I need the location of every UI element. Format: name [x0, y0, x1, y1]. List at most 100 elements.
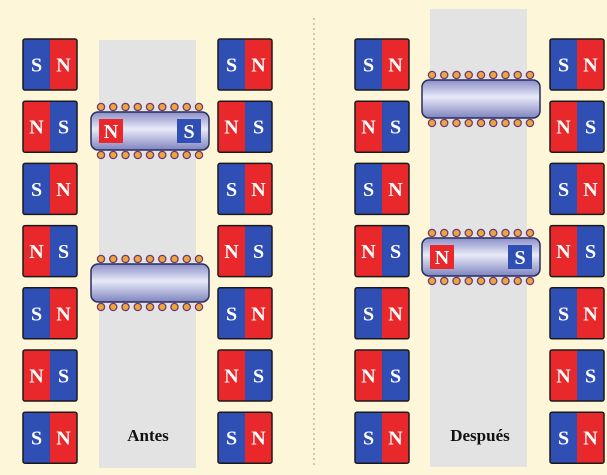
magnet-outline [354, 411, 410, 464]
pole-label-n: N [224, 117, 239, 139]
bead [194, 102, 204, 112]
pole-label-n: N [556, 241, 571, 263]
bead [170, 254, 179, 264]
bead [525, 276, 535, 286]
magnet-outline [549, 224, 605, 278]
bead [427, 118, 437, 128]
magnet-outline [549, 411, 605, 464]
bead [452, 70, 461, 80]
bead [476, 276, 486, 286]
pole-label-n: N [583, 55, 598, 77]
magnet-half-n [23, 350, 50, 401]
bead [488, 70, 498, 80]
bead [427, 228, 437, 238]
magnet-outline [354, 349, 410, 402]
slab-pole-s [177, 119, 201, 143]
magnet-half-n [550, 225, 577, 277]
magnet-outline [354, 287, 410, 340]
magnet-half-n [50, 163, 77, 215]
pole-label-s: S [363, 428, 374, 450]
magnet-half-s [23, 39, 50, 90]
bead [488, 228, 498, 238]
bead [452, 228, 461, 238]
bead [170, 150, 179, 160]
pole-label-s: S [31, 55, 42, 77]
bead [501, 118, 510, 128]
pole-label-n: N [361, 241, 376, 263]
pole-label-s: S [363, 179, 374, 201]
bead [182, 102, 191, 112]
magnet-outline [549, 287, 605, 340]
bead [513, 276, 523, 286]
magnet-half-s [50, 101, 77, 153]
bead [145, 302, 155, 312]
magnet-outline [22, 224, 78, 278]
magnet-outline [22, 38, 78, 91]
bead [525, 70, 535, 80]
magnet-half-s [245, 101, 272, 153]
magnet-half-s [23, 163, 50, 215]
pole-label-n: N [556, 117, 571, 139]
pole-label-s: S [226, 179, 237, 201]
magnet-half-n [23, 101, 50, 153]
pole-label-s: S [390, 366, 401, 388]
pole-label-n: N [583, 179, 598, 201]
magnet-half-n [550, 350, 577, 401]
bead [182, 254, 191, 264]
bead [464, 228, 473, 238]
slab-body [90, 263, 210, 303]
magnet-half-s [355, 39, 382, 90]
bead [182, 302, 191, 312]
magnet-half-s [50, 350, 77, 401]
unmagnetized-slab [421, 70, 541, 128]
magnet-half-n [50, 287, 77, 339]
bead [145, 102, 155, 112]
bead [121, 102, 130, 112]
bead [133, 302, 142, 312]
bead [145, 254, 155, 264]
magnet-half-n [245, 287, 272, 339]
bead [157, 254, 167, 264]
magnet-half-n [245, 412, 272, 464]
bead [452, 276, 461, 286]
pole-label-s: S [31, 428, 42, 450]
magnet-half-s [245, 225, 272, 277]
slab-pole-label-n: N [435, 247, 450, 269]
bead [501, 228, 510, 238]
magnet-half-s [550, 163, 577, 215]
magnet-outline [217, 162, 273, 216]
pole-label-s: S [31, 303, 42, 325]
bead [109, 302, 118, 312]
bead [170, 302, 179, 312]
magnet-half-n [577, 39, 604, 90]
bead [157, 150, 167, 160]
bead [109, 254, 118, 264]
magnet-half-s [382, 101, 409, 153]
pole-label-s: S [585, 117, 596, 139]
bead [96, 302, 106, 312]
slab-pole-n [430, 245, 454, 269]
magnet-outline [217, 349, 273, 402]
pole-label-n: N [56, 179, 71, 201]
pole-label-s: S [585, 241, 596, 263]
magnet-half-s [355, 287, 382, 339]
magnet-outline [22, 411, 78, 464]
magnet-outline [549, 38, 605, 91]
magnet-outline [549, 349, 605, 402]
magnet-half-n [382, 39, 409, 90]
pole-label-n: N [224, 366, 239, 388]
